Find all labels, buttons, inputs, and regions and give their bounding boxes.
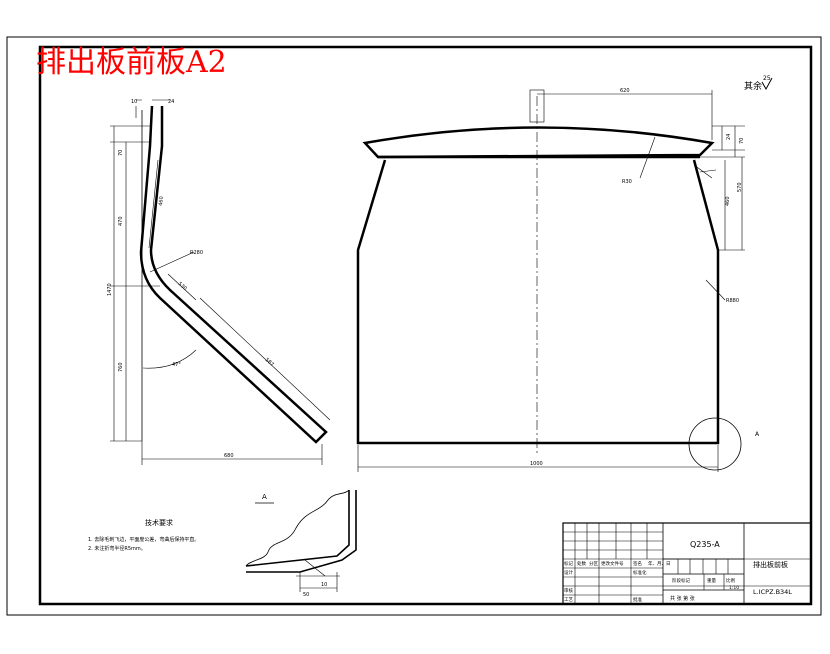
dim-seg3: 760: [118, 362, 124, 372]
tb-scale: 比例: [726, 577, 735, 584]
dim-v-small2: 70: [739, 138, 745, 144]
tb-stage: 阶段标记: [672, 577, 690, 584]
tb-label-zone: 分区: [589, 560, 598, 567]
roughness-value: 25: [763, 75, 771, 82]
dim-v-r1: 460: [725, 196, 731, 206]
dim-top-w: 620: [620, 88, 630, 94]
dim-top-small2: 24: [168, 99, 174, 105]
tb-label-mark: 标记: [564, 560, 573, 567]
dim-slant-len2: 587: [264, 357, 275, 368]
side-view: 10 24 70 470 760 1470 460 R280 530 587 4…: [107, 99, 331, 465]
section-label-a: A: [755, 431, 760, 438]
tb-label-count: 处数: [577, 560, 586, 567]
tb-label-date: 年、月、日: [648, 560, 671, 567]
dim-r-right: R880: [726, 298, 739, 304]
dim-seg1: 70: [118, 150, 124, 156]
tech-line-2: 2. 未注折弯半径R5mm。: [88, 545, 146, 552]
inner-frame: [38, 45, 813, 606]
dim-seg-slant: 460: [158, 196, 165, 206]
dim-detail-w1: 10: [321, 582, 327, 588]
tech-heading: 技术要求: [145, 518, 173, 527]
dim-r-small: R30: [622, 179, 632, 185]
tb-weight: 重量: [707, 577, 716, 584]
tb-sheets: 共 张 第 张: [670, 595, 695, 602]
dim-front-w: 1000: [530, 461, 543, 467]
detail-label: A: [262, 493, 267, 501]
tb-standard: 标准化: [633, 569, 647, 576]
dim-seg2: 470: [118, 216, 124, 226]
dim-v-small: 24: [726, 134, 732, 140]
front-body-outline: [356, 159, 720, 445]
tb-process: 工艺: [564, 597, 573, 603]
dim-bottom-w: 680: [224, 453, 234, 459]
title-block: Q235-A 标记 处数 分区 更改文件号 签名 年、月、日 设计 标准化 审核…: [562, 522, 812, 605]
side-plate-outline: [139, 105, 328, 444]
dim-v-r2: 570: [737, 182, 743, 192]
tb-design: 设计: [564, 569, 573, 576]
detail-circle: [688, 417, 742, 471]
dim-angle: 47°: [172, 362, 181, 368]
dim-radius: R280: [190, 250, 203, 256]
drawing-code: L.ICPZ.B34L: [753, 588, 792, 596]
part-name: 排出板前板: [753, 560, 788, 569]
roughness-label: 其余: [744, 80, 762, 92]
roughness-mark: 其余 25: [744, 75, 773, 92]
tb-check: 审核: [564, 587, 573, 594]
dim-detail-w2: 50: [303, 592, 309, 598]
drawing-title: 排出板前板A2: [36, 45, 227, 80]
tb-approve: 批准: [633, 596, 642, 603]
outer-frame: [6, 36, 822, 616]
front-top-hood: [362, 126, 715, 159]
tb-label-docno: 更改文件号: [601, 560, 624, 567]
dim-total-h: 1470: [107, 283, 113, 296]
tech-requirements: 技术要求 1. 去除毛刺飞边，平面度公差，弯曲后保持平直。 2. 未注折弯半径R…: [88, 518, 199, 552]
detail-a: A 10 50: [245, 489, 357, 598]
material-text: Q235-A: [690, 540, 720, 549]
dim-slant-len: 530: [177, 281, 188, 292]
tb-scale-val: 1:10: [729, 585, 739, 591]
dim-top-small: 10: [131, 99, 137, 105]
tech-line-1: 1. 去除毛刺飞边，平面度公差，弯曲后保持平直。: [88, 536, 199, 543]
front-view: 620 R30 24 70 460 570 R880 A 1000: [356, 88, 760, 472]
tb-label-sign: 签名: [633, 560, 642, 567]
